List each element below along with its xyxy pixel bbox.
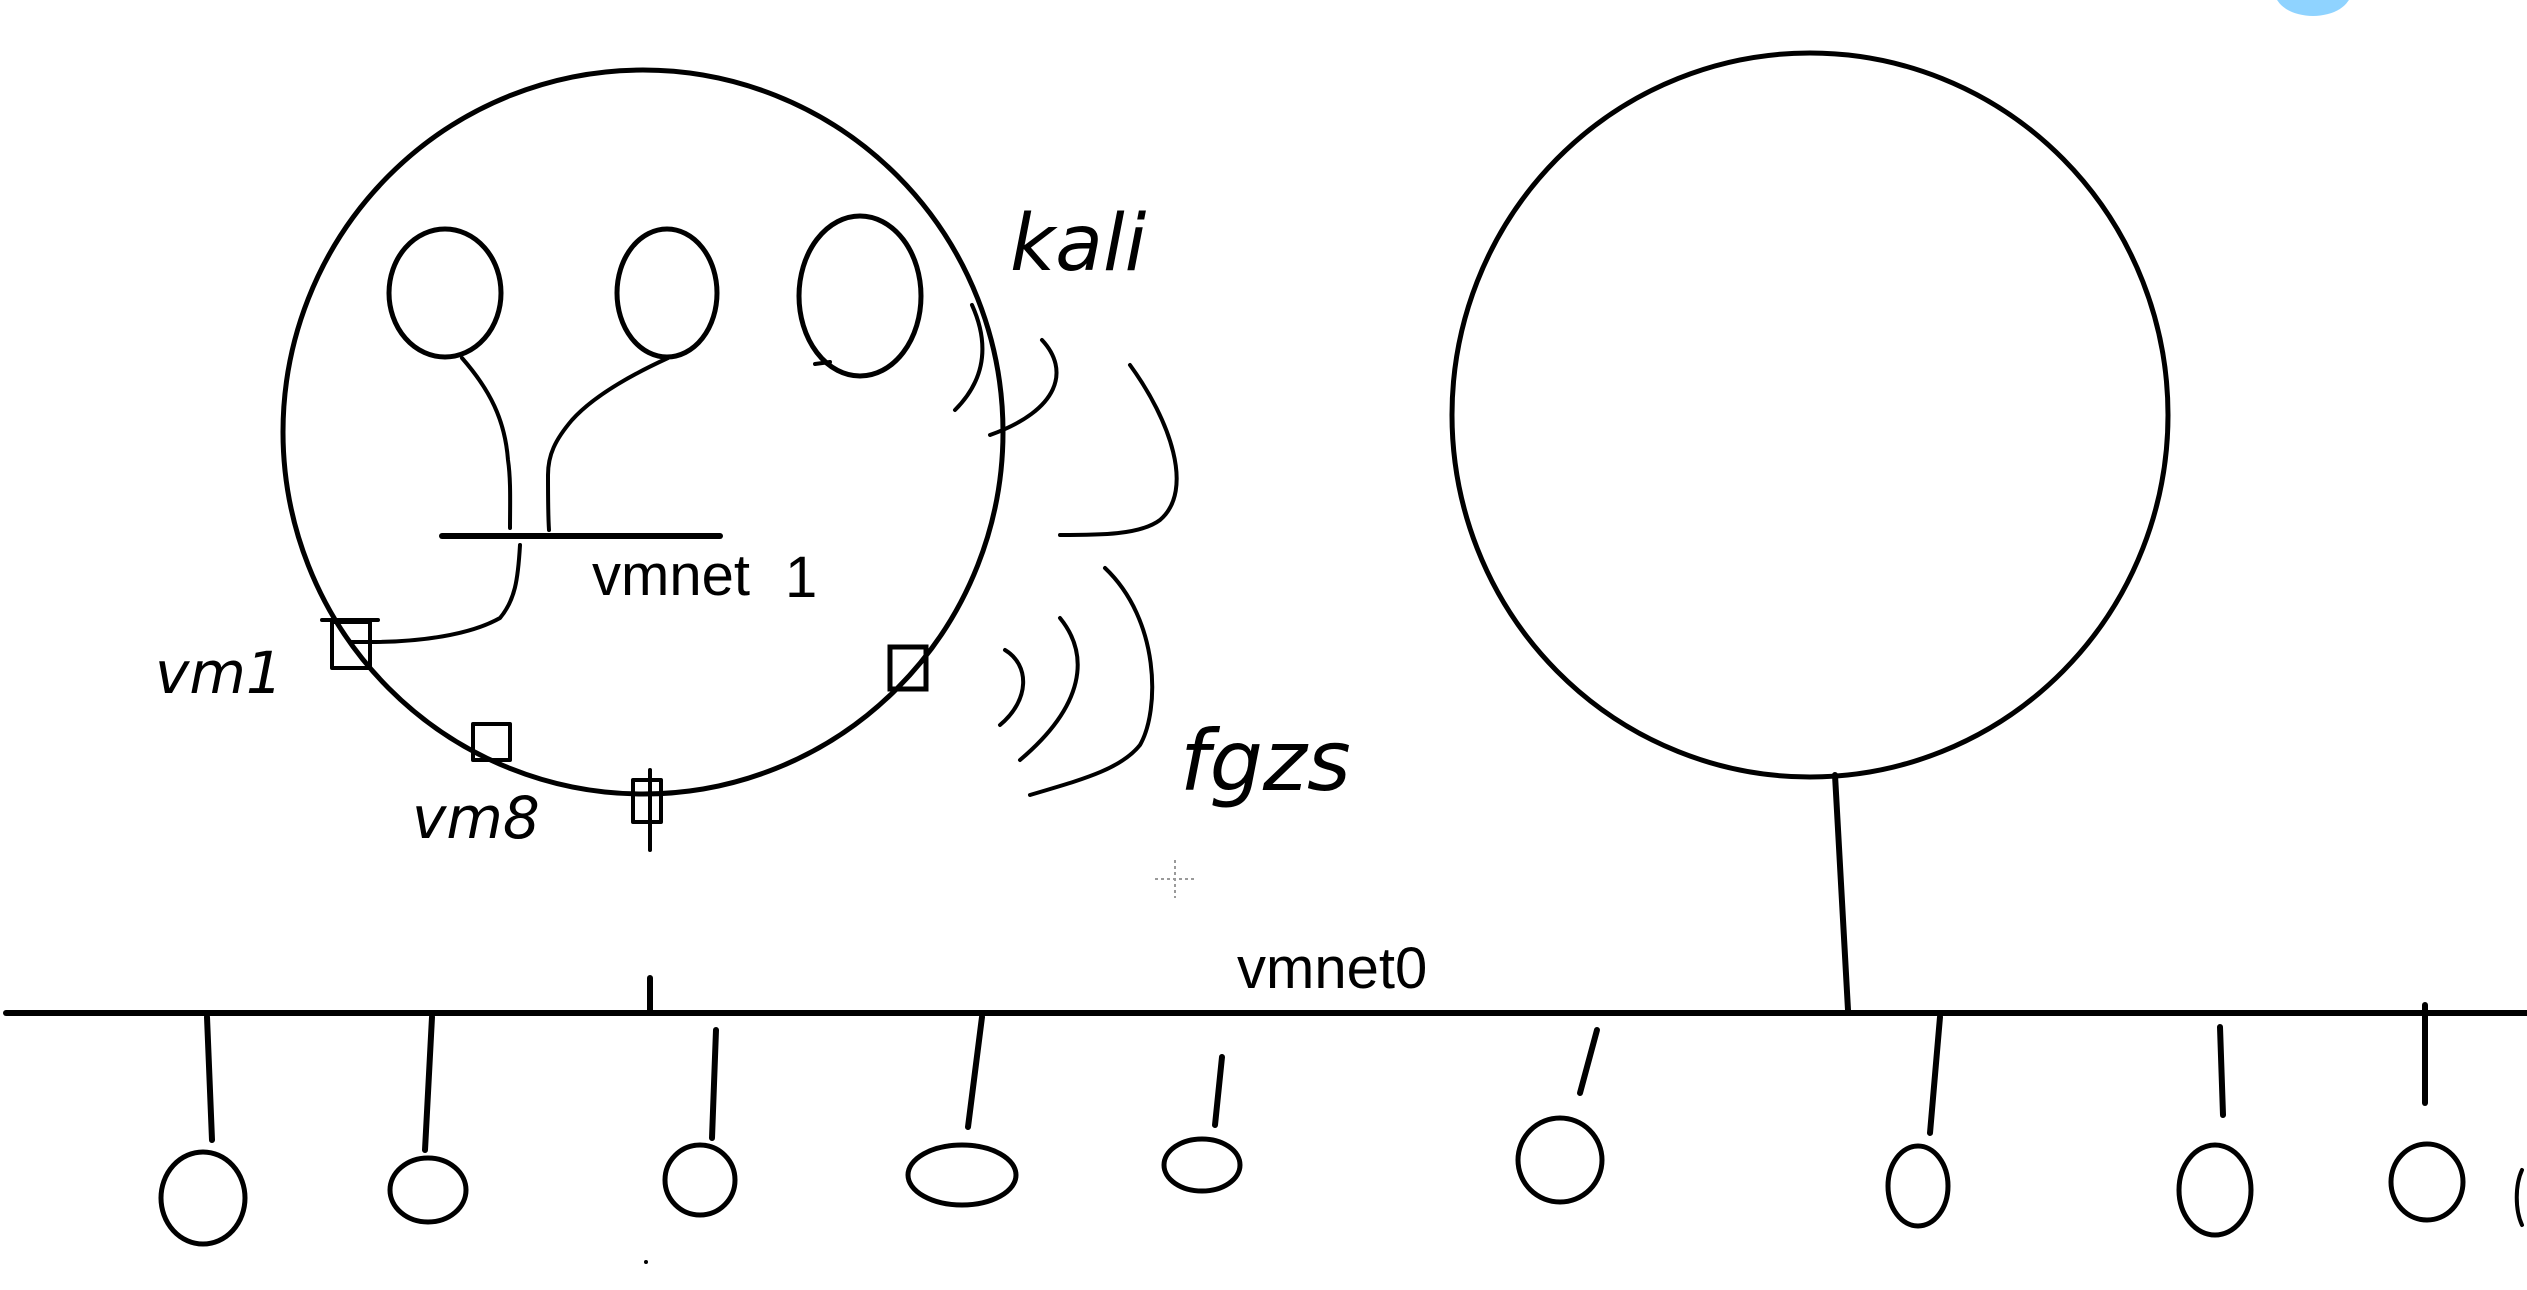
host-node [1885, 1143, 1951, 1229]
host-drop [204, 1014, 215, 1143]
remote-network-circle [1449, 50, 2171, 780]
host-node [2388, 1141, 2466, 1223]
right-port [887, 644, 929, 692]
host-node [1515, 1115, 1605, 1205]
host-drop [1927, 1014, 1943, 1136]
inner-wire [546, 356, 670, 532]
wave-arc [998, 648, 1026, 727]
host-drop [422, 1014, 435, 1153]
signal-waves-bottom [998, 566, 1155, 797]
vmnet0-label: vmnet0 [1237, 936, 1427, 1001]
vm8-handwritten-label: vm8 [412, 784, 540, 852]
fgzs-handwritten-label: fgzs [1180, 712, 1351, 810]
wave-arc [1028, 566, 1155, 797]
vmnet0-hosts [158, 1002, 2466, 1247]
corner-blob [2277, 0, 2349, 16]
host-node [662, 1142, 738, 1218]
kali-handwritten-label: kali [1010, 199, 1147, 289]
inner-vm-node [796, 213, 924, 379]
host-drop [1577, 1027, 1600, 1096]
host-network-circle [280, 67, 1006, 797]
host-drop [1212, 1054, 1225, 1128]
signal-waves-top [953, 303, 1179, 537]
edge-mark [2514, 1168, 2524, 1227]
wave-arc [1018, 616, 1080, 762]
host-drop [709, 1027, 719, 1141]
cursor-crosshair [1155, 860, 1195, 898]
inner-vm-group [386, 213, 924, 379]
remote-uplink [1832, 772, 1851, 1013]
vmnet1-suffix: 1 [785, 545, 817, 610]
inner-wire [460, 356, 513, 530]
wave-arc [988, 338, 1059, 437]
wave-arc [953, 303, 985, 412]
vmnet1-label: vmnet [592, 543, 750, 608]
inner-vm-wires [460, 356, 670, 532]
vm1-handwritten-label: vm1 [155, 639, 283, 707]
host-node [2176, 1142, 2254, 1238]
host-node [905, 1142, 1019, 1208]
host-node [158, 1149, 248, 1247]
inner-vm-mark [813, 360, 832, 366]
vm8-port [471, 722, 512, 762]
host-node [387, 1155, 469, 1225]
inner-vm-node [614, 226, 720, 360]
bottom-port [631, 778, 663, 824]
host-drop [965, 1014, 985, 1130]
host-drop [2217, 1024, 2226, 1118]
host-node [1161, 1136, 1243, 1194]
inner-vm-node [386, 226, 504, 360]
wave-arc [1058, 363, 1179, 537]
vm1-wire [348, 543, 522, 644]
ink-dot [644, 1260, 648, 1264]
